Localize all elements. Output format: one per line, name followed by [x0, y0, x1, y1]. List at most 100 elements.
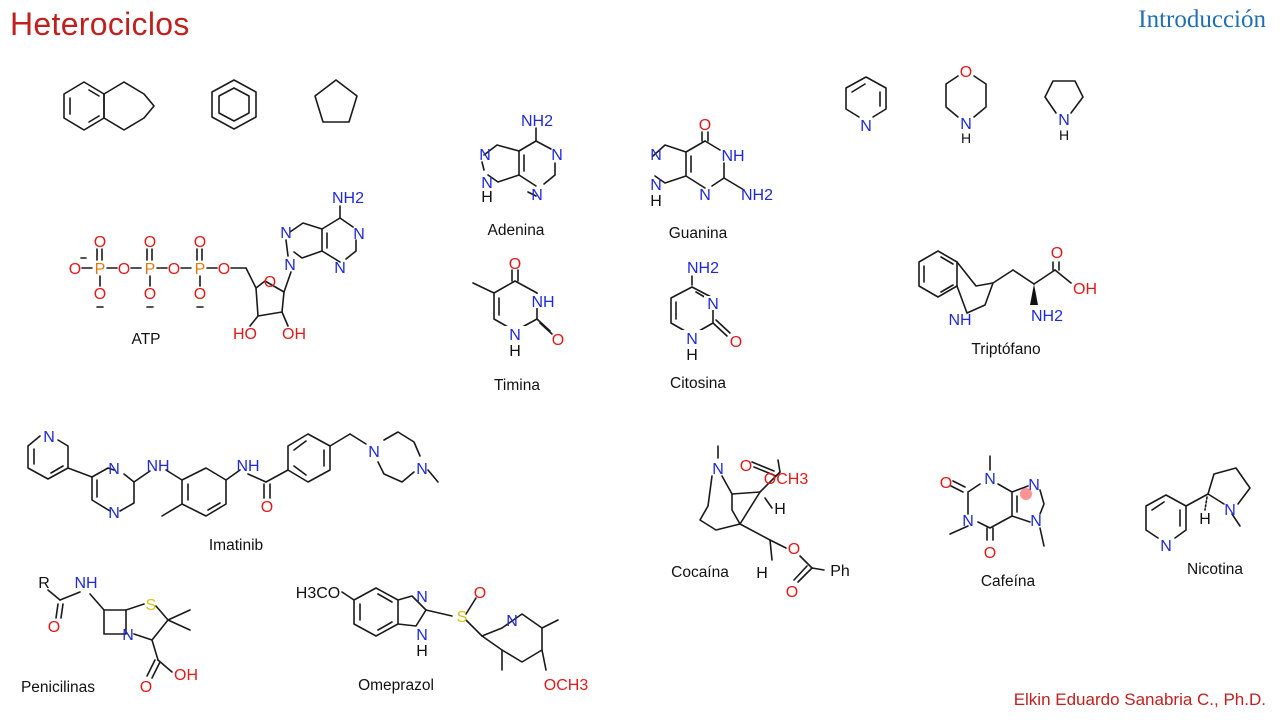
guanine-structure: O NH N NH2 N N H Guanina: [650, 117, 773, 242]
atp-o6-label: O: [168, 261, 180, 278]
adenine-name: Adenina: [488, 222, 545, 239]
thymine-nh-label: NH: [531, 294, 554, 311]
guanine-h-label: H: [650, 193, 662, 210]
morpholine-h-label: H: [961, 130, 971, 146]
cocaine-name: Cocaína: [671, 564, 729, 581]
tryptophan-nh2-label: NH2: [1031, 308, 1063, 325]
guanine-n3-label: N: [699, 187, 711, 204]
cocaine-h2-label: H: [756, 565, 768, 582]
omeprazole-n1-label: N: [416, 589, 428, 606]
guanine-nh2-label: NH2: [741, 187, 773, 204]
tryptophan-o-label: O: [1051, 245, 1063, 262]
tryptophan-oh-label: OH: [1073, 281, 1097, 298]
cytosine-h-label: H: [686, 347, 698, 364]
penicillin-o-label: O: [48, 619, 60, 636]
thymine-name: Timina: [494, 377, 540, 394]
omeprazole-h3co-label: H3CO: [296, 585, 340, 602]
caffeine-n1-label: N: [984, 471, 996, 488]
guanine-o-label: O: [699, 117, 711, 134]
section-label: Introducción: [1138, 6, 1266, 33]
atp-o4-label: O: [69, 261, 81, 278]
pyrrolidine-n-label: N: [1058, 112, 1070, 129]
cocaine-structure: N O OCH3 H O O Ph H Cocaína: [671, 445, 850, 601]
caffeine-o1-label: O: [940, 475, 952, 492]
imatinib-pyrimidine-n2-label: N: [108, 505, 120, 522]
adenine-n7-label: N: [479, 147, 491, 164]
omeprazole-och3-label: OCH3: [544, 677, 589, 694]
cytosine-nh-label: N: [686, 331, 698, 348]
pyridine-structure: N: [845, 76, 887, 135]
cytosine-o-label: O: [730, 334, 742, 351]
atp-o5-label: O: [118, 261, 130, 278]
cytosine-n-label: N: [707, 296, 719, 313]
thymine-n-label: N: [509, 327, 521, 344]
penicillin-r-label: R: [38, 575, 50, 592]
thymine-structure: O NH O N H Timina: [472, 256, 564, 394]
imatinib-piperazine-n2-label: N: [416, 461, 428, 478]
thymine-o2-label: O: [552, 332, 564, 349]
morpholine-o-label: O: [960, 64, 972, 81]
imatinib-pyrimidine-n1-label: N: [108, 461, 120, 478]
caffeine-n9-label: N: [1030, 513, 1042, 530]
page-title: Heterociclos: [10, 6, 190, 42]
adenine-h-label: H: [481, 189, 493, 206]
penicillin-oh-label: OH: [174, 667, 198, 684]
atp-o2-label: O: [144, 234, 156, 251]
thymine-o1-label: O: [509, 256, 521, 273]
imatinib-amide-nh-label: NH: [236, 458, 259, 475]
cocaine-o2-label: O: [788, 541, 800, 558]
nicotine-structure: N N H OCH3 Nicotina: [1145, 467, 1251, 578]
imatinib-pyridine-n-label: N: [43, 429, 55, 446]
nicotine-name: Nicotina: [1187, 561, 1243, 578]
nicotine-h-label: H: [1199, 511, 1211, 528]
imatinib-o-label: O: [261, 499, 273, 516]
cocaine-ph-label: Ph: [830, 563, 850, 580]
cocaine-n-label: N: [712, 461, 724, 478]
cytosine-structure: NH2 N O N H Citosina: [670, 260, 742, 392]
atp-n1-label: N: [353, 226, 365, 243]
caffeine-name: Cafeína: [981, 573, 1036, 590]
atp-oh-label: OH: [282, 326, 306, 343]
guanine-n9-label: N: [650, 177, 662, 194]
cytosine-name: Citosina: [670, 375, 726, 392]
imatinib-structure: N N N NH NH O N N: [27, 429, 439, 554]
atp-o7-label: O: [218, 261, 230, 278]
atp-n7-label: N: [280, 225, 292, 242]
atp-p2-label: P: [145, 261, 156, 278]
imatinib-name: Imatinib: [209, 537, 263, 554]
atp-o1-label: O: [94, 234, 106, 251]
cyclopentane-structure: [314, 79, 358, 123]
atp-o10-label: O: [194, 286, 206, 303]
atp-nh2-label: NH2: [332, 190, 364, 207]
atp-o3-label: O: [194, 234, 206, 251]
cocaine-o1-label: O: [740, 458, 752, 475]
adenine-n9-label: N: [481, 175, 493, 192]
omeprazole-n2-label: N: [416, 627, 428, 644]
tetralin-structure: [63, 81, 155, 131]
morpholine-structure: O N H: [945, 64, 987, 146]
pointer-dot: [1020, 488, 1032, 500]
guanine-nh-label: NH: [721, 148, 744, 165]
pyrrolidine-h-label: H: [1059, 127, 1069, 143]
adenine-n3-label: N: [531, 187, 543, 204]
cytosine-nh2-label: NH2: [687, 260, 719, 277]
penicillin-o2-label: O: [140, 679, 152, 696]
pyridine-n-label: N: [860, 118, 872, 135]
atp-ring-o-label: O: [264, 274, 276, 291]
morpholine-n-label: N: [960, 116, 972, 133]
atp-p3-label: P: [195, 261, 206, 278]
penicillin-nh-label: NH: [74, 575, 97, 592]
atp-name: ATP: [132, 331, 161, 348]
imatinib-nh-label: NH: [146, 458, 169, 475]
penicillin-name: Penicilinas: [21, 679, 95, 696]
omeprazole-h-label: H: [416, 643, 428, 660]
tryptophan-structure: O OH NH2 NH Triptófano: [918, 245, 1097, 358]
cocaine-och3-label: OCH3: [764, 471, 809, 488]
penicillin-s-label: S: [146, 597, 157, 614]
atp-n3-label: N: [334, 260, 346, 277]
guanine-n7-label: N: [650, 147, 662, 164]
atp-ho-label: HO: [233, 326, 257, 343]
omeprazole-name: Omeprazol: [358, 677, 434, 694]
thymine-h-label: H: [509, 343, 521, 360]
cocaine-o3-label: O: [786, 584, 798, 601]
